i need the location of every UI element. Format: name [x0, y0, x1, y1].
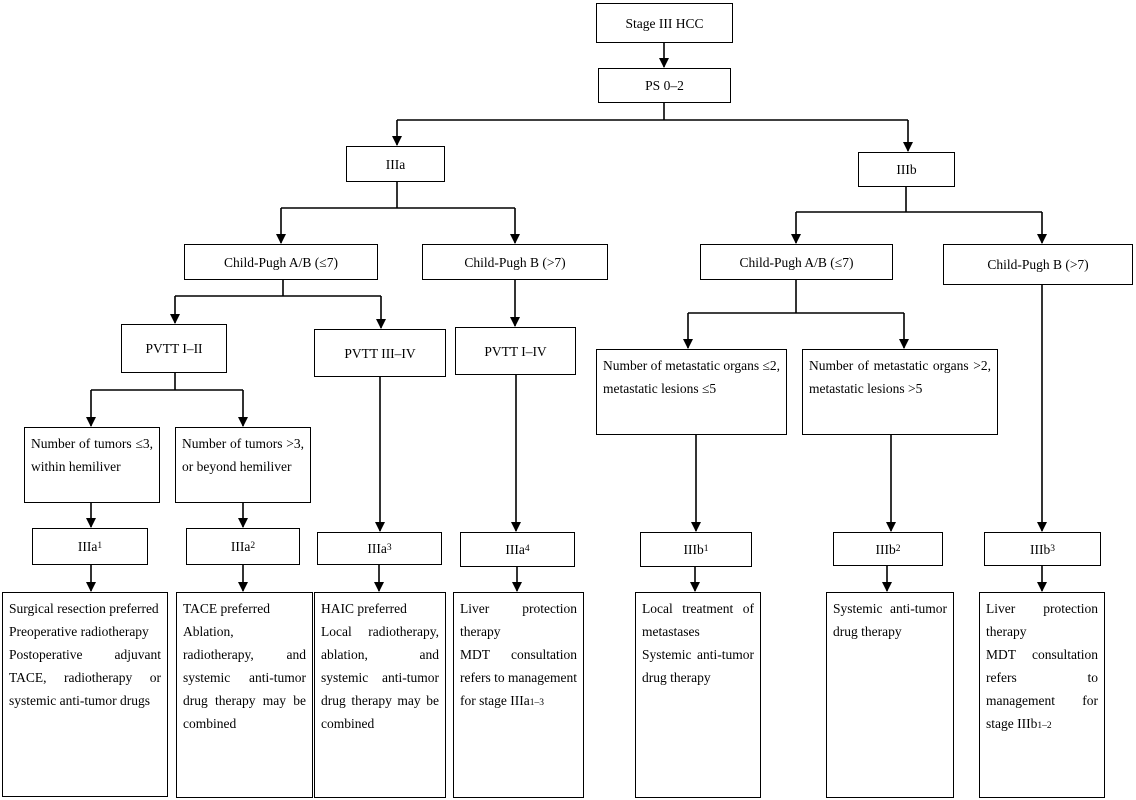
treatment-iiib3: Liver protection therapy MDT consultatio… [979, 592, 1105, 798]
treatment-iiib2: Systemic anti-tumor drug therapy [826, 592, 954, 798]
stage-iiia2-main: IIIa [230, 539, 251, 554]
stage-iiia4-main: IIIa [505, 542, 525, 557]
stage-iiib3-sub: 3 [1050, 543, 1055, 554]
stage-ref-sub: 1–2 [1037, 721, 1052, 731]
stage-ref-main: IIIa [510, 693, 530, 708]
node-stage-iii-hcc: Stage III HCC [596, 3, 733, 43]
treatment-line: Systemic anti-tumor drug therapy [833, 601, 947, 639]
stage-iiia3-main: IIIa [367, 541, 387, 556]
stage-iiia1-main: IIIa [77, 539, 98, 554]
node-pvtt-1-2: PVTT I–II [121, 324, 227, 373]
treatment-iiib1: Local treatment of metastases Systemic a… [635, 592, 761, 798]
node-child-pugh-b-iiia: Child-Pugh B (>7) [422, 244, 608, 280]
treatment-line: Postoperative adjuvant TACE, radiotherap… [9, 647, 161, 708]
treatment-line: Local treatment of metastases [642, 601, 754, 639]
treatment-line: HAIC preferred [321, 601, 407, 616]
treatment-line: MDT consultation refers to management fo… [986, 643, 1098, 738]
treatment-iiia4: Liver protection therapy MDT consultatio… [453, 592, 584, 798]
treatment-line: Ablation, radiotherapy, and systemic ant… [183, 624, 306, 731]
stage-iiia3-sub: 3 [386, 543, 392, 553]
treatment-line: MDT consultation refers to management fo… [460, 643, 577, 715]
stage-iiib2-main: IIIb [875, 541, 896, 557]
node-iiib: IIIb [858, 152, 955, 187]
treatment-iiia1: Surgical resection preferred Preoperativ… [2, 592, 168, 797]
stage-iiia2-sub: 2 [250, 541, 256, 551]
treatment-line: TACE preferred [183, 601, 270, 616]
treatment-line: Preoperative radiotherapy [9, 624, 149, 639]
node-child-pugh-ab-iiia: Child-Pugh A/B (≤7) [184, 244, 378, 280]
stage-iiia4-sub: 4 [524, 544, 530, 554]
node-iiia: IIIa [346, 146, 445, 182]
node-pvtt-3-4: PVTT III–IV [314, 329, 446, 377]
treatment-line: Local radiotherapy, ablation, and system… [321, 624, 439, 731]
stage-iiia1-sub: 1 [97, 541, 103, 551]
stage-ref-sub: 1–3 [529, 698, 544, 708]
treatment-text: MDT consultation refers to management fo… [460, 647, 577, 708]
node-tumors-gt3: Number of tumors >3, or beyond hemiliver [175, 427, 311, 503]
stage-iiib1-main: IIIb [683, 542, 704, 557]
node-performance-status: PS 0–2 [598, 68, 731, 103]
treatment-iiia2: TACE preferred Ablation, radiotherapy, a… [176, 592, 313, 798]
treatment-text: MDT consultation refers to management fo… [986, 647, 1098, 731]
node-pvtt-1-4: PVTT I–IV [455, 327, 576, 375]
stage-iiib2-sub: 2 [895, 543, 901, 554]
treatment-line: Liver protection therapy [460, 601, 577, 639]
stage-iiib3-main: IIIb [1030, 541, 1051, 557]
treatment-iiia3: HAIC preferred Local radiotherapy, ablat… [314, 592, 446, 798]
node-tumors-le3: Number of tumors ≤3, within hemiliver [24, 427, 160, 503]
stage-iiib1-sub: 1 [703, 544, 709, 554]
node-child-pugh-b-iiib: Child-Pugh B (>7) [943, 244, 1133, 285]
node-metastatic-le2: Number of metastatic organs ≤2, metastat… [596, 349, 787, 435]
treatment-line: Liver protection therapy [986, 601, 1098, 639]
stage-ref-main: IIIb [1017, 716, 1038, 731]
treatment-line: Systemic anti-tumor drug therapy [642, 647, 754, 685]
node-metastatic-gt2: Number of metastatic organs >2, metastat… [802, 349, 998, 435]
treatment-line: Surgical resection preferred [9, 601, 159, 616]
node-child-pugh-ab-iiib: Child-Pugh A/B (≤7) [700, 244, 893, 280]
